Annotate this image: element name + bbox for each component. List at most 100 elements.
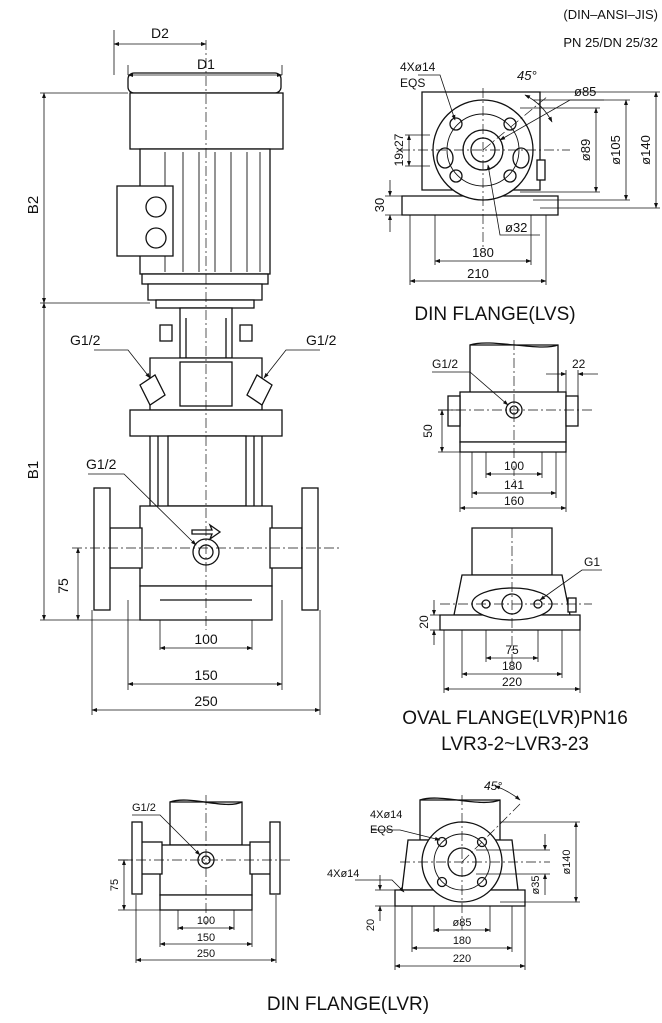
lvr-left-inlet-pipe bbox=[139, 841, 163, 875]
lvr-right-bolt-2 bbox=[476, 836, 488, 848]
oval-bottom-75-label: 75 bbox=[505, 643, 519, 657]
coupling-screw-right bbox=[239, 324, 253, 342]
lvs-d85-label: ø85 bbox=[574, 84, 596, 99]
oval-bottom-g1-leader bbox=[539, 569, 602, 601]
oval-top-141-label: 141 bbox=[504, 478, 524, 492]
g12-drain-label: G1/2 bbox=[86, 456, 117, 472]
flow-direction-arrow bbox=[191, 523, 222, 541]
vent-plug-right bbox=[246, 374, 273, 406]
lvs-foot bbox=[401, 195, 559, 216]
oval-bottom-220-label: 220 bbox=[502, 675, 522, 689]
lvs-angle-label: 45° bbox=[517, 68, 537, 83]
width-250-label: 250 bbox=[194, 693, 218, 709]
lvr-right-220-label: 220 bbox=[453, 953, 471, 965]
lvr-right-20-label: 20 bbox=[365, 919, 377, 931]
inlet-flange bbox=[93, 487, 111, 611]
oval-caption-line2: LVR3-2~LVR3-23 bbox=[441, 734, 589, 755]
din-lvr-front-view: 4Xø14 EQS 4Xø14 45° ø140 ø35 20 ø85 180 … bbox=[327, 779, 580, 970]
oval-top-100-label: 100 bbox=[504, 459, 524, 473]
g12-drain-leader bbox=[88, 473, 197, 546]
lvr-left-250-label: 250 bbox=[197, 948, 215, 960]
lvr-left-outlet-flange bbox=[269, 821, 281, 895]
lvr-left-75-label: 75 bbox=[109, 879, 121, 891]
lvs-bolt-hole-3 bbox=[449, 169, 463, 183]
cable-gland-upper bbox=[145, 196, 167, 218]
lvr-left-outlet-pipe bbox=[249, 841, 273, 875]
oval-bottom-20-label: 20 bbox=[417, 615, 431, 629]
oval-top-base bbox=[459, 391, 567, 443]
lvs-d89-label: ø89 bbox=[578, 139, 593, 161]
oval-top-g12-label: G1/2 bbox=[432, 357, 458, 371]
oval-flange-top-view: G1/2 22 50 100 141 160 bbox=[421, 340, 598, 512]
lvs-holes-leader bbox=[418, 74, 456, 121]
standard-label: (DIN–ANSI–JIS) bbox=[563, 7, 658, 22]
lvs-bolt-hole-4 bbox=[503, 169, 517, 183]
g12-right-label: G1/2 bbox=[306, 332, 337, 348]
motor-flange bbox=[141, 273, 269, 285]
oval-top-22-label: 22 bbox=[572, 357, 586, 371]
lvr-right-holes-side-leader bbox=[355, 879, 405, 893]
oval-top-plug-left bbox=[447, 395, 461, 427]
pressure-label: PN 25/DN 25/32 bbox=[563, 35, 658, 50]
lvr-right-angle-arc bbox=[494, 785, 521, 801]
din-lvr-side-view: G1/2 75 100 150 250 bbox=[109, 795, 292, 963]
terminal-box bbox=[116, 185, 174, 257]
lvr-right-d140-label: ø140 bbox=[561, 849, 573, 874]
lvr-right-eqs-label: EQS bbox=[370, 824, 393, 836]
lvs-180-label: 180 bbox=[472, 245, 494, 260]
lvs-plug-left bbox=[436, 147, 454, 169]
width-100-label: 100 bbox=[194, 631, 218, 647]
lvs-d105-label: ø105 bbox=[608, 135, 623, 165]
b2-label: B2 bbox=[25, 196, 42, 214]
lvr-left-100-label: 100 bbox=[197, 915, 215, 927]
lvr-right-holes-top-leader bbox=[372, 829, 441, 841]
motor-top-cap bbox=[127, 72, 282, 94]
lvr-right-angle-label: 45° bbox=[484, 779, 502, 793]
lvs-19x27-label: 19x27 bbox=[392, 133, 406, 166]
d2-label: D2 bbox=[151, 25, 169, 41]
motor-fan-cover bbox=[129, 92, 284, 150]
oval-top-50-label: 50 bbox=[421, 424, 435, 438]
lvs-bolt-hole-1 bbox=[449, 117, 463, 131]
lvr-right-180-label: 180 bbox=[453, 935, 471, 947]
lvs-eqs-label: EQS bbox=[400, 76, 425, 90]
lvs-side-plug bbox=[536, 159, 546, 181]
lvr-right-holes-side-label: 4Xø14 bbox=[327, 868, 359, 880]
oval-bottom-180-label: 180 bbox=[502, 659, 522, 673]
lvr-left-g12-label: G1/2 bbox=[132, 802, 156, 814]
outlet-flange bbox=[301, 487, 319, 611]
oval-top-plug-right bbox=[565, 395, 579, 427]
d1-label: D1 bbox=[197, 56, 215, 72]
lvs-caption: DIN FLANGE(LVS) bbox=[414, 304, 575, 325]
oval-bottom-side-plug bbox=[567, 597, 577, 613]
lvs-d32-label: ø32 bbox=[505, 220, 527, 235]
g12-right-leader bbox=[263, 349, 320, 379]
coupling-screw-left bbox=[159, 324, 173, 342]
lvr-left-g12-leader bbox=[132, 814, 201, 856]
lvr-right-d35-label: ø35 bbox=[530, 876, 542, 895]
din-flange-lvs-view: 4Xø14 EQS 45° ø85 19x27 ø89 ø105 ø140 30… bbox=[372, 60, 660, 325]
lvs-d140-label: ø140 bbox=[638, 135, 653, 165]
lvs-30-label: 30 bbox=[372, 198, 387, 212]
height-75-label: 75 bbox=[55, 578, 71, 594]
lvr-right-holes-top-label: 4Xø14 bbox=[370, 809, 402, 821]
lvs-plug-right bbox=[512, 147, 530, 169]
lvs-210-label: 210 bbox=[467, 266, 489, 281]
motor-stool-rim bbox=[155, 299, 255, 309]
oval-top-g12-leader bbox=[432, 371, 509, 406]
g12-left-label: G1/2 bbox=[70, 332, 101, 348]
lvr-right-bolt-3 bbox=[436, 876, 448, 888]
lvr-left-inlet-flange bbox=[131, 821, 143, 895]
pump-sleeve bbox=[167, 435, 247, 507]
lvs-45-angle-arc bbox=[524, 94, 553, 123]
oval-flange-bottom-view: G1 20 75 180 220 OVAL FLANGE(LVR)PN16 LV… bbox=[402, 527, 628, 755]
main-pump-view: D2 D1 B2 B1 75 G1/2 G1/2 G1/2 100 150 25… bbox=[25, 25, 342, 715]
lvs-holes-label: 4Xø14 bbox=[400, 60, 436, 74]
lvs-d85-leader bbox=[499, 99, 604, 141]
b1-label: B1 bbox=[25, 461, 42, 479]
lvs-d32-leader bbox=[486, 164, 540, 236]
lvs-bolt-hole-2 bbox=[503, 117, 517, 131]
motor-stool-top bbox=[147, 283, 263, 301]
